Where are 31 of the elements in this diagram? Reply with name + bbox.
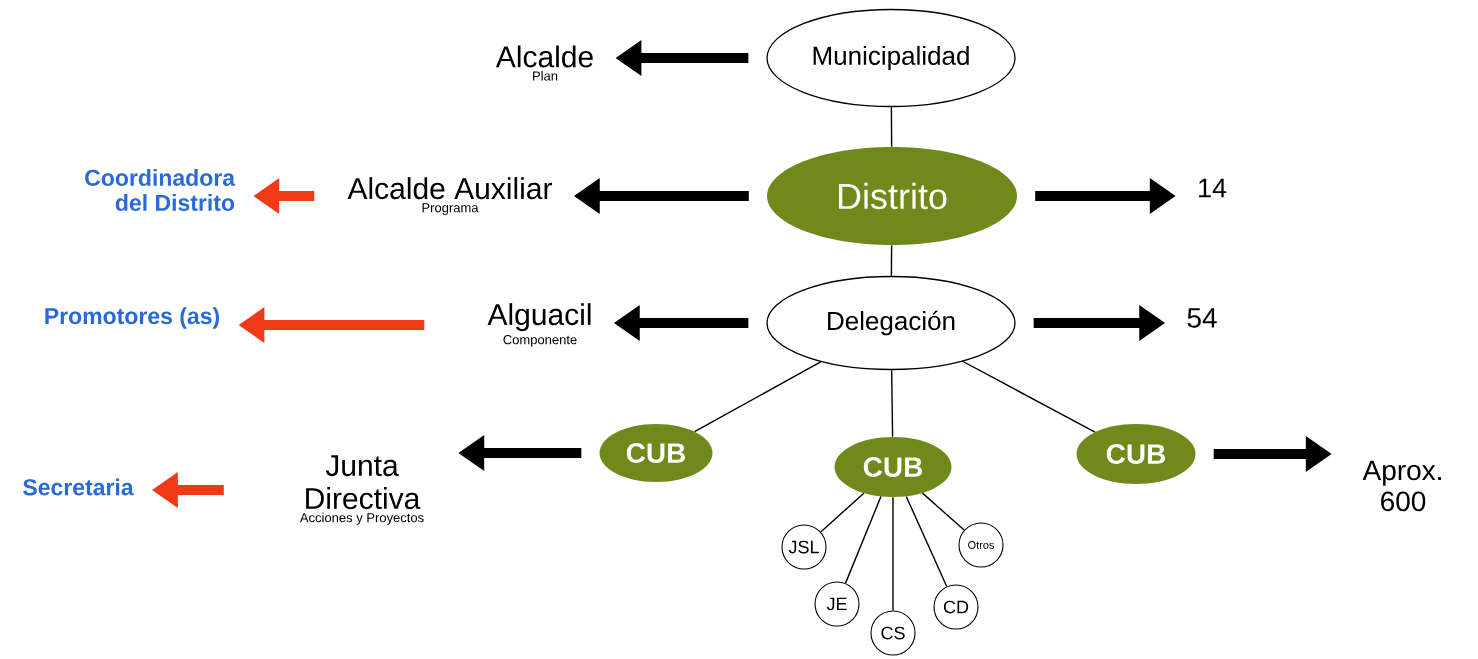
circle-node: JSL xyxy=(781,524,827,570)
connector-line xyxy=(892,496,894,612)
ellipse-node: Municipalidad xyxy=(766,8,1016,108)
connector-line xyxy=(820,492,865,533)
connector-line xyxy=(890,369,894,438)
ellipse-node: CUB xyxy=(834,437,952,497)
role-label: 54 xyxy=(1187,308,1217,328)
role-label: 14 xyxy=(1199,178,1227,198)
connector-line xyxy=(844,495,882,584)
role-label: Alcalde Plan xyxy=(495,45,593,81)
role-label: Junta Directiva Acciones y Proyectos xyxy=(299,455,424,525)
ellipse-node: CUB xyxy=(599,424,713,482)
connector-line xyxy=(962,360,1096,433)
circle-node: CS xyxy=(870,610,916,656)
circle-node: Otros xyxy=(958,522,1004,568)
connector-line xyxy=(921,492,965,531)
connector-line xyxy=(890,244,893,277)
connector-line xyxy=(905,495,948,588)
ellipse-node: CUB xyxy=(1076,424,1196,484)
role-label: Coordinadora del Distrito xyxy=(85,169,236,211)
ellipse-node: Distrito xyxy=(767,147,1017,245)
circle-node: JE xyxy=(814,581,860,627)
role-label: Aprox. 600 xyxy=(1362,460,1441,512)
role-label: Alcalde Auxiliar Programa xyxy=(347,177,552,215)
role-label: Promotores (as) xyxy=(45,307,219,329)
connector-line xyxy=(693,361,822,433)
role-label: Secretaria xyxy=(23,478,134,496)
circle-node: CD xyxy=(933,584,979,630)
connector-line xyxy=(890,106,893,148)
ellipse-node: Delegación xyxy=(766,275,1016,371)
role-label: Alguacil Componente xyxy=(487,303,591,347)
